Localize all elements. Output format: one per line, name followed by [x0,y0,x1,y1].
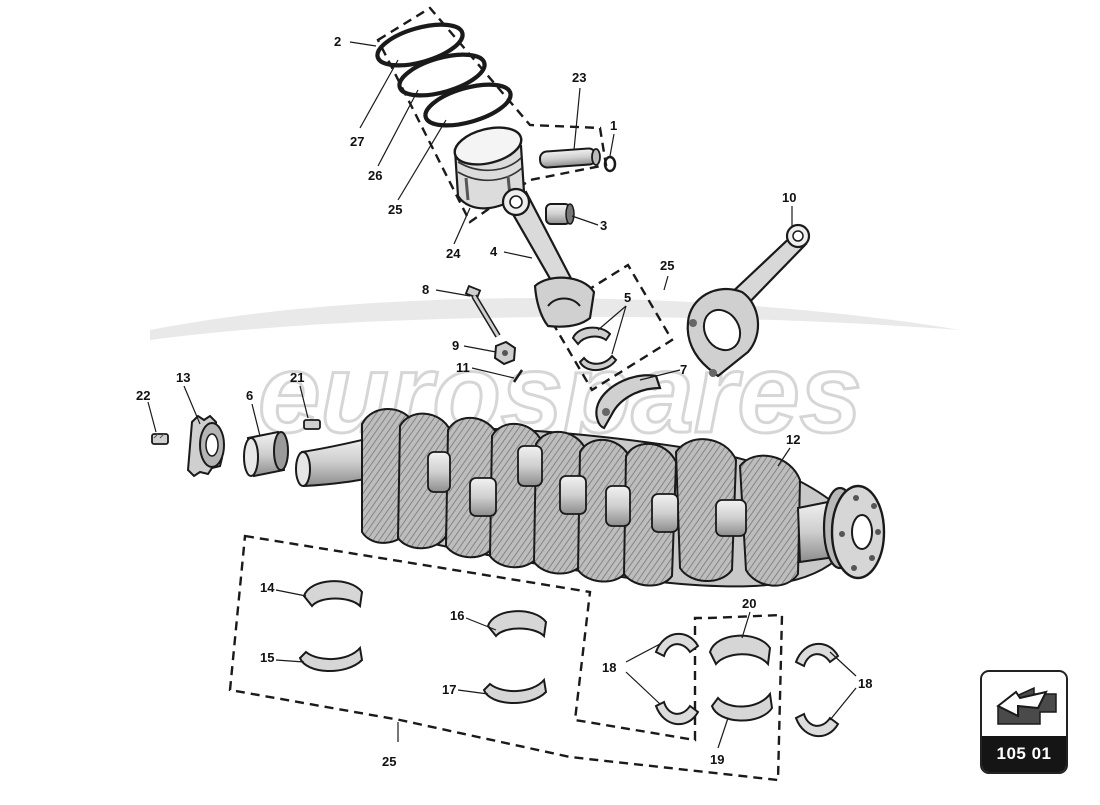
thrust-shell-20 [708,634,772,667]
callout-27: 27 [350,134,364,149]
timing-gear [186,414,225,478]
callout-16: 16 [450,608,464,623]
thrust-washer-left-upper [654,632,700,658]
main-bearing-group-outline [228,534,784,782]
callout-19: 19 [710,752,724,767]
rod-nut [493,340,517,366]
crank-spacer [243,430,289,478]
gudgeon-pin [538,147,601,169]
callout-11: 11 [456,360,470,375]
group-outlines [228,6,784,782]
piston-ring-26 [397,52,487,98]
callout-7: 7 [680,362,687,377]
woodruff-key-21 [303,419,321,430]
callout-25-bearings: 25 [660,258,674,273]
callout-24: 24 [446,246,461,261]
thrust-washer-right-lower [794,712,840,738]
page-code: 105 01 [982,736,1066,772]
callout-8: 8 [422,282,429,297]
callout-13: 13 [176,370,190,385]
callout-12: 12 [786,432,800,447]
thrust-washers [654,632,840,738]
callout-5: 5 [624,290,631,305]
circlip [603,155,617,173]
crankshaft [295,408,886,588]
piston-rings [375,22,513,128]
back-arrow-icon[interactable] [982,672,1066,736]
small-end-bush [545,203,575,225]
callout-15: 15 [260,650,274,665]
callout-4: 4 [490,244,498,259]
callout-21: 21 [290,370,304,385]
big-end-shells [571,326,618,371]
split-pin [512,369,524,383]
callout-14: 14 [260,580,275,595]
big-end-cap [595,374,662,430]
callout-2: 2 [334,34,341,49]
thrust-shell-19 [710,691,774,722]
connecting-rod-4 [501,187,596,328]
main-bearing-shells [298,580,774,722]
callout-20: 20 [742,596,756,611]
rod-bearing-group-outline [546,263,674,392]
main-bearing-shell-15 [298,645,364,673]
leader-lines [147,41,857,749]
callout-18-right: 18 [858,676,872,691]
callout-25-main: 25 [382,754,396,769]
main-bearing-shell-17 [482,677,548,705]
connecting-rod-10 [686,223,811,378]
woodruff-key-22 [151,433,169,445]
callout-1: 1 [610,118,617,133]
callout-18-left: 18 [602,660,616,675]
thrust-washer-left-lower [654,700,700,726]
big-end-shell-lower [578,354,618,371]
callout-10: 10 [782,190,796,205]
rod-bolt [464,284,501,338]
piston-ring-25 [423,82,513,128]
thrust-washer-right-upper [794,642,840,668]
watermark-swoosh [150,298,960,340]
callout-6: 6 [246,388,253,403]
callout-23: 23 [572,70,586,85]
callout-22: 22 [136,388,150,403]
callouts: 2 27 26 25 24 23 1 3 4 10 8 9 11 25 5 7 … [136,34,872,769]
main-bearing-shell-14 [302,580,364,609]
callout-25-rings: 25 [388,202,402,217]
page-nav-badge[interactable]: 105 01 [980,670,1068,774]
callout-26: 26 [368,168,382,183]
piston-group-outline [376,6,608,224]
main-bearing-shell-16 [486,610,548,639]
callout-17: 17 [442,682,456,697]
big-end-shell-upper [571,326,612,346]
callout-3: 3 [600,218,607,233]
callout-9: 9 [452,338,459,353]
